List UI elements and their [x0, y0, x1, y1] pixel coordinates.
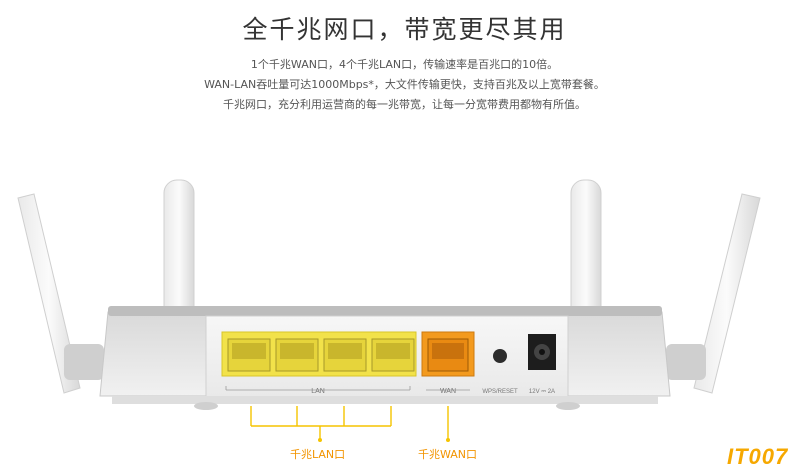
- description-line-1: 1个千兆WAN口，4个千兆LAN口，传输速率是百兆口的10倍。: [250, 58, 559, 71]
- power-panel-label: 12V ⎓ 2A: [529, 389, 555, 395]
- antenna-far-left: [17, 193, 81, 394]
- description-line-3: 千兆网口，充分利用运营商的每一兆带宽，让每一分宽带费用都物有所值。: [223, 98, 586, 111]
- wps-reset-button: [493, 349, 507, 363]
- wan-callout-dot: [446, 438, 450, 442]
- antenna-far-right: [693, 193, 761, 394]
- lan-callout-label: 千兆LAN口: [290, 448, 346, 461]
- left-hinge: [64, 344, 104, 380]
- wps-panel-label: WPS/RESET: [482, 389, 518, 395]
- lan-callout-bracket: [250, 406, 392, 440]
- wan-callout-label: 千兆WAN口: [418, 448, 478, 461]
- wan-port: [421, 331, 475, 377]
- lan-panel-label: LAN: [311, 388, 325, 395]
- it007-watermark: IT007: [727, 444, 789, 469]
- lan-port-group: [221, 331, 417, 377]
- power-jack: [528, 334, 556, 370]
- lan-port-2: [275, 338, 319, 372]
- wan-panel-label: WAN: [440, 388, 456, 395]
- lan-port-1: [227, 338, 271, 372]
- lan-callout-dot: [318, 438, 322, 442]
- headline: 全千兆网口，带宽更尽其用: [242, 15, 567, 44]
- right-hinge: [666, 344, 706, 380]
- description-line-2: WAN-LAN吞吐量可达1000Mbps*，大文件传输更快，支持百兆及以上宽带套…: [204, 78, 605, 91]
- lan-port-4: [371, 338, 415, 372]
- lan-port-3: [323, 338, 367, 372]
